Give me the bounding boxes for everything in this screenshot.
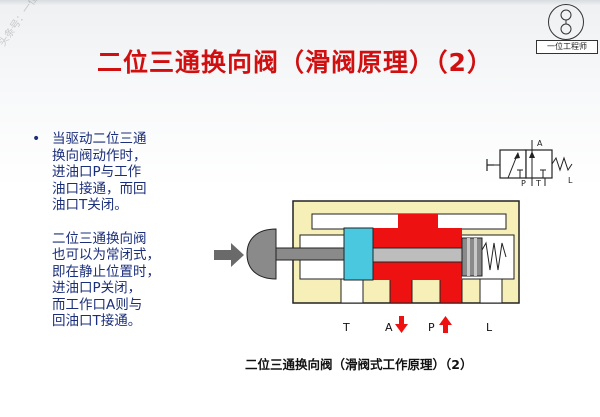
para1-line: 油口T关闭。 <box>52 197 128 213</box>
symbol-label-p: P <box>521 179 526 188</box>
arrow-up-icon <box>439 316 452 333</box>
arrow-right-icon <box>214 243 244 267</box>
port-label-t: T <box>342 321 350 334</box>
para2-line: 进油口P关闭， <box>52 280 142 296</box>
page-title: 二位三通换向阀（滑阀原理）（2） <box>97 48 493 77</box>
para1-line: 当驱动二位三通 <box>52 131 147 147</box>
top-rule <box>0 0 600 6</box>
logo-icon <box>548 4 584 40</box>
symbol-label-l: L <box>568 176 573 185</box>
plunger-knob <box>246 228 277 280</box>
para2-line: 回油口T接通。 <box>52 313 142 329</box>
symbol-label-t: T <box>535 179 541 188</box>
port-label-l: L <box>486 321 493 334</box>
bullet-list: • 当驱动二位三通 换向阀动作时， 进油口P与工作 油口接通，而回 油口T关闭。… <box>32 131 212 347</box>
logo: 一位工程师 <box>536 4 598 54</box>
spring-icon <box>481 241 507 271</box>
symbol-label-a: A <box>537 139 543 148</box>
bullet-item: • 当驱动二位三通 换向阀动作时， 进油口P与工作 油口接通，而回 油口T关闭。 <box>32 131 212 214</box>
port-label-p: P <box>428 321 435 334</box>
para2-line: 也可以为常闭式， <box>52 247 160 263</box>
logo-label: 一位工程师 <box>536 40 598 54</box>
diagram-caption: 二位三通换向阀（滑阀式工作原理）（2） <box>245 357 473 372</box>
para2-line: 二位三通换向阀 <box>52 230 147 247</box>
para2-line: 即在静止位置时， <box>52 263 160 280</box>
para1-line: 换向阀动作时， <box>52 147 147 164</box>
bullet-marker: • <box>32 131 41 147</box>
port-label-a: A <box>385 321 393 334</box>
bullet-continuation: 二位三通换向阀 也可以为常闭式， 即在静止位置时， 进油口P关闭， 而工作口A则… <box>52 231 212 330</box>
arrow-down-icon <box>395 316 408 333</box>
para2-line: 而工作口A则与 <box>52 296 143 313</box>
para1-line: 进油口P与工作 <box>52 164 142 180</box>
plunger-rod <box>275 247 345 261</box>
para1-line: 油口接通，而回 <box>52 180 147 197</box>
